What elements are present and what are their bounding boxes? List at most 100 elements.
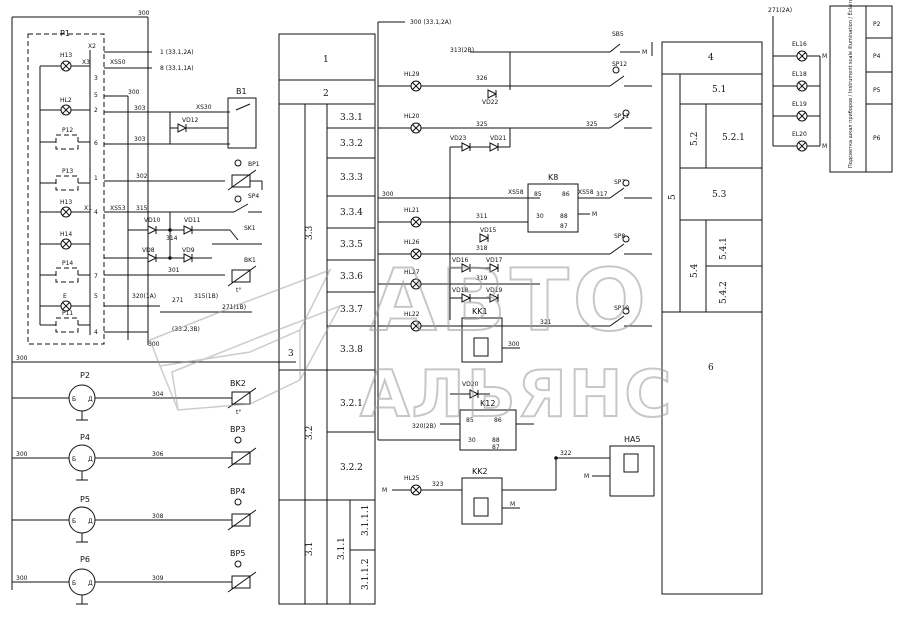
relay-k8: K8 85 86 30 88 87 XS58 XS58 317 М [508, 173, 610, 233]
row-hl20: HL20 325 325 VD23 VD21 [378, 113, 610, 320]
block-2: 2 [323, 89, 329, 99]
label-p12: P12 [62, 127, 73, 134]
gauge-p11: P11 [40, 310, 90, 333]
svg-text:Б: Б [72, 518, 76, 525]
row-hl26: HL26 318 [378, 239, 610, 260]
lamp-el19: EL19 [773, 101, 820, 122]
svg-text:300: 300 [128, 89, 140, 96]
wire-300-h: 300 [382, 191, 394, 198]
label-hl2: HL2 [60, 97, 72, 104]
label-h13: H13 [60, 52, 72, 59]
label-hl25: HL25 [404, 475, 420, 482]
svg-text:t°: t° [236, 409, 241, 416]
svg-text:Б: Б [72, 580, 76, 587]
switch-sp12: SP12 [540, 61, 652, 87]
gauge-p13: P13 [40, 168, 90, 191]
wire-m-1: М [642, 49, 647, 56]
svg-text:4: 4 [94, 329, 98, 336]
block-1: 1 [323, 55, 329, 65]
sensor-bk2: BK2 t° [227, 379, 257, 416]
watermark-line2: АЛЬЯНС [360, 358, 673, 432]
block-4: 4 [708, 53, 714, 63]
label-p2: P2 [80, 371, 90, 380]
wire-318: 318 [476, 245, 488, 252]
block-3-2-2: 3.2.2 [340, 463, 363, 473]
label-sp12: SP12 [612, 61, 627, 68]
svg-text:EL19: EL19 [792, 101, 807, 108]
wire-325b: 325 [586, 121, 598, 128]
block-table-right: 4 5.1 5 5.2 5.2.1 5.3 5.4 5.4.1 5.4.2 6 [661, 41, 763, 595]
svg-text:Д: Д [88, 396, 93, 403]
label-p11: P11 [62, 310, 73, 317]
gauge-p4: P4 Б Д 300 306 [12, 433, 232, 481]
block-5-2: 5.2 [690, 132, 700, 146]
svg-text:4: 4 [94, 209, 98, 216]
legend-row-p5: P5 [873, 87, 881, 94]
label-kk2: KK2 [472, 467, 488, 476]
label-bp4: BP4 [230, 487, 245, 496]
watermark-line1: АВТО [370, 251, 650, 351]
label-bp1: BP1 [248, 161, 260, 168]
label-hl26: HL26 [404, 239, 420, 246]
block-5-3: 5.3 [712, 190, 727, 200]
svg-text:EL20: EL20 [792, 131, 807, 138]
gauge-p14: P14 [40, 260, 90, 283]
wire-271: 271 [172, 297, 184, 304]
svg-text:86: 86 [562, 191, 570, 198]
switch-sp10: SP10 [609, 305, 652, 327]
row-hl22: HL22 321 [378, 311, 610, 332]
block-3-2-1: 3.2.1 [340, 399, 363, 409]
sensor-bp1: BP1 [227, 159, 263, 191]
wire-315: 315 [136, 205, 148, 212]
label-kk1: KK1 [472, 307, 488, 316]
svg-text:Д: Д [88, 456, 93, 463]
wire-33-2-3b: (33.2,3B) [172, 326, 200, 333]
el-lamps: 271(2A) EL16 М EL18 EL19 EL20 М [768, 7, 827, 152]
lamp-el18: EL18 [773, 71, 820, 92]
block-6: 6 [708, 363, 714, 373]
wire-306: 306 [152, 451, 164, 458]
label-sk1: SK1 [244, 225, 256, 232]
block-5-4-2: 5.4.2 [719, 281, 729, 304]
label-vd17: VD17 [486, 257, 503, 264]
svg-text:6: 6 [94, 140, 98, 147]
wire-300-c: 300 [148, 341, 160, 348]
mid-wire-labels: 315(1B) 271 271(1B) (33.2,3B) 300 [148, 293, 252, 348]
switch-sp4: SP4 [225, 193, 262, 213]
wire-8: 8 (33.1,1A) [160, 65, 194, 72]
label-xs58-b: XS58 [578, 189, 594, 196]
label-vd15: VD15 [480, 227, 497, 234]
block-3-1-1-1: 3.1.1.1 [361, 505, 371, 537]
label-h13-2: H13 [60, 199, 72, 206]
label-sp8: SP8 [614, 233, 625, 240]
block-3-3-8: 3.3.8 [340, 345, 363, 355]
label-sp7: SP7 [614, 179, 625, 186]
switch-sp11: SP11 [609, 109, 652, 129]
wire-323: 323 [432, 481, 444, 488]
wire-301: 301 [168, 267, 180, 274]
relay-kk1: KK1 300 [461, 307, 520, 363]
legend-row-p6: P6 [873, 135, 881, 142]
label-vd9: VD9 [182, 247, 195, 254]
label-xs53: XS53 [110, 205, 126, 212]
block-3-1-1-2: 3.1.1.2 [361, 559, 371, 591]
block-3-3-4: 3.3.4 [340, 208, 363, 218]
gauge-p5: P5 Б Д 308 [12, 495, 232, 543]
wire-313-2b: 313(2B) [450, 47, 474, 54]
switch-sp8: SP8 [609, 233, 652, 255]
block-3: 3 [288, 349, 294, 359]
svg-text:30: 30 [468, 437, 476, 444]
wire-303b: 303 [134, 136, 146, 143]
label-vd18: VD18 [452, 287, 469, 294]
buzzer-ha5: HA5 322 М [554, 435, 655, 497]
watermark-logo-icon [149, 268, 342, 411]
wire-308: 308 [152, 513, 164, 520]
legend-table: P2 P4 P5 P6 Подсветка шкал приборов / In… [829, 0, 893, 173]
lamp-el20: EL20 М [773, 131, 827, 152]
lamp-h13-2: H13 [40, 199, 90, 218]
svg-text:Д: Д [88, 518, 93, 525]
wire-300-e: 300 [16, 355, 28, 362]
wire-303a: 303 [134, 105, 146, 112]
svg-text:М: М [822, 143, 827, 150]
wire-321: 321 [540, 319, 552, 326]
